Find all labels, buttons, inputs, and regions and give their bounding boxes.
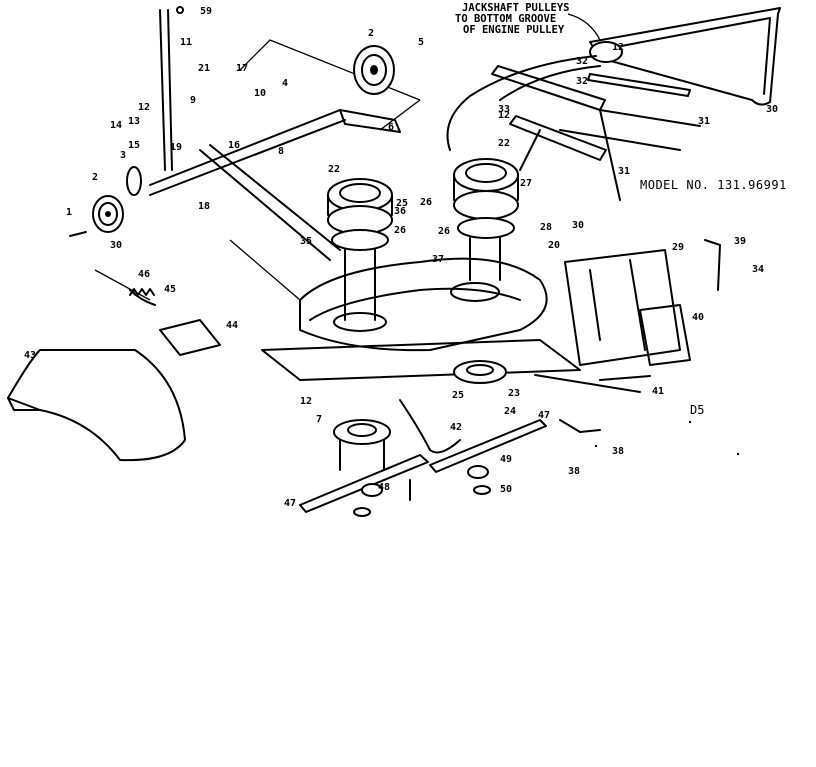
discharge-chute (7, 349, 186, 462)
callout: 16 (228, 140, 240, 151)
callout: 26 (420, 197, 432, 208)
callout: 20 (548, 240, 560, 251)
callout: 2 (92, 172, 98, 183)
callout: 30 (572, 220, 584, 231)
lower-spindle-right (453, 360, 507, 384)
drive-belt (446, 55, 601, 151)
spindle-pulley-left (327, 178, 393, 321)
callout: 12 (498, 110, 510, 121)
callout: 10 (254, 88, 266, 99)
callout: 6 (388, 122, 394, 133)
ref-dot (736, 452, 740, 456)
callout: 43 (24, 350, 36, 361)
note-line-2: TO BOTTOM GROOVE (455, 13, 556, 25)
callout: 46 (138, 269, 150, 280)
callout: 15 (128, 140, 140, 151)
callout: 45 (164, 284, 176, 295)
callout: 39 (734, 236, 746, 247)
tension-spring (129, 288, 155, 296)
callout: 7 (316, 414, 322, 425)
callout: 41 (652, 386, 664, 397)
model-number: MODEL NO. 131.96991 (640, 178, 787, 192)
callout: 26 (438, 226, 450, 237)
callout: 12 (612, 42, 624, 53)
callout: 14 (110, 120, 122, 131)
jackshaft-note: JACKSHAFT PULLEYS TO BOTTOM GROOVE OF EN… (455, 2, 601, 41)
jackshaft-bars (491, 65, 701, 201)
callout: 25 (396, 198, 408, 209)
left-bracket-parts (94, 269, 221, 356)
callout: 47 (284, 498, 296, 509)
idler-pulley-top (339, 45, 401, 133)
gauge-wheel-left (69, 195, 124, 237)
callout: 37 (432, 254, 444, 265)
callout: 21 (198, 63, 210, 74)
callout: 29 (672, 242, 684, 253)
note-leader (567, 13, 601, 41)
callout: 2 (368, 28, 374, 39)
diagram-code: D5 (690, 403, 704, 417)
callout: 27 (520, 178, 532, 189)
v-belt (589, 7, 781, 106)
callout: 17 (236, 63, 248, 74)
callout: 11 (180, 37, 192, 48)
callout: 38 (612, 446, 624, 457)
callout: 38 (568, 466, 580, 477)
callout: 30 (766, 104, 778, 115)
callout: 1 (66, 207, 72, 218)
callout: 42 (450, 422, 462, 433)
callout: 32 (576, 76, 588, 87)
control-cable (399, 399, 461, 454)
lower-spindle-left (333, 419, 391, 471)
callout: 13 (128, 116, 140, 127)
lift-linkage (149, 6, 421, 261)
callout: 24 (504, 406, 516, 417)
callout: 30 (110, 240, 122, 251)
part-callouts: 59 11 21 17 12 14 13 15 9 10 4 3 2 1 2 5… (24, 6, 778, 509)
callout: 34 (752, 264, 764, 275)
blades (299, 419, 547, 513)
gauge-wheel-right (126, 166, 142, 196)
callout: 12 (300, 396, 312, 407)
callout: 19 (170, 142, 182, 153)
callout: 31 (698, 116, 710, 127)
callout: 23 (508, 388, 520, 399)
callout: 32 (576, 56, 588, 67)
callout: 8 (278, 146, 284, 157)
ref-dot (594, 444, 598, 448)
note-line-3: OF ENGINE PULLEY (463, 24, 565, 36)
callout: 44 (226, 320, 238, 331)
note-line-1: JACKSHAFT PULLEYS (462, 2, 569, 14)
callout: 50 (500, 484, 512, 495)
callout: 3 (120, 150, 126, 161)
right-bracket-assembly (534, 239, 721, 393)
callout: 31 (618, 166, 630, 177)
callout: 59 (200, 6, 212, 17)
spindle-pulley-right (453, 158, 519, 281)
callout: 36 (394, 206, 406, 217)
ref-dot (688, 420, 692, 424)
blade-adapter-right (353, 419, 601, 517)
callout: 5 (418, 37, 424, 48)
callout: 49 (500, 454, 512, 465)
mower-deck-housing (229, 239, 581, 381)
callout: 28 (540, 222, 552, 233)
callout: 22 (498, 138, 510, 149)
callout: 47 (538, 410, 550, 421)
callout: 22 (328, 164, 340, 175)
callout: 33 (498, 104, 510, 115)
callout: 4 (282, 78, 288, 89)
callout: 40 (692, 312, 704, 323)
callout: 35 (300, 236, 312, 247)
callout: 26 (394, 225, 406, 236)
callout: 25 (452, 390, 464, 401)
callout: 9 (190, 95, 196, 106)
callout: 48 (378, 482, 390, 493)
callout: 12 (138, 102, 150, 113)
callout: 18 (198, 201, 210, 212)
